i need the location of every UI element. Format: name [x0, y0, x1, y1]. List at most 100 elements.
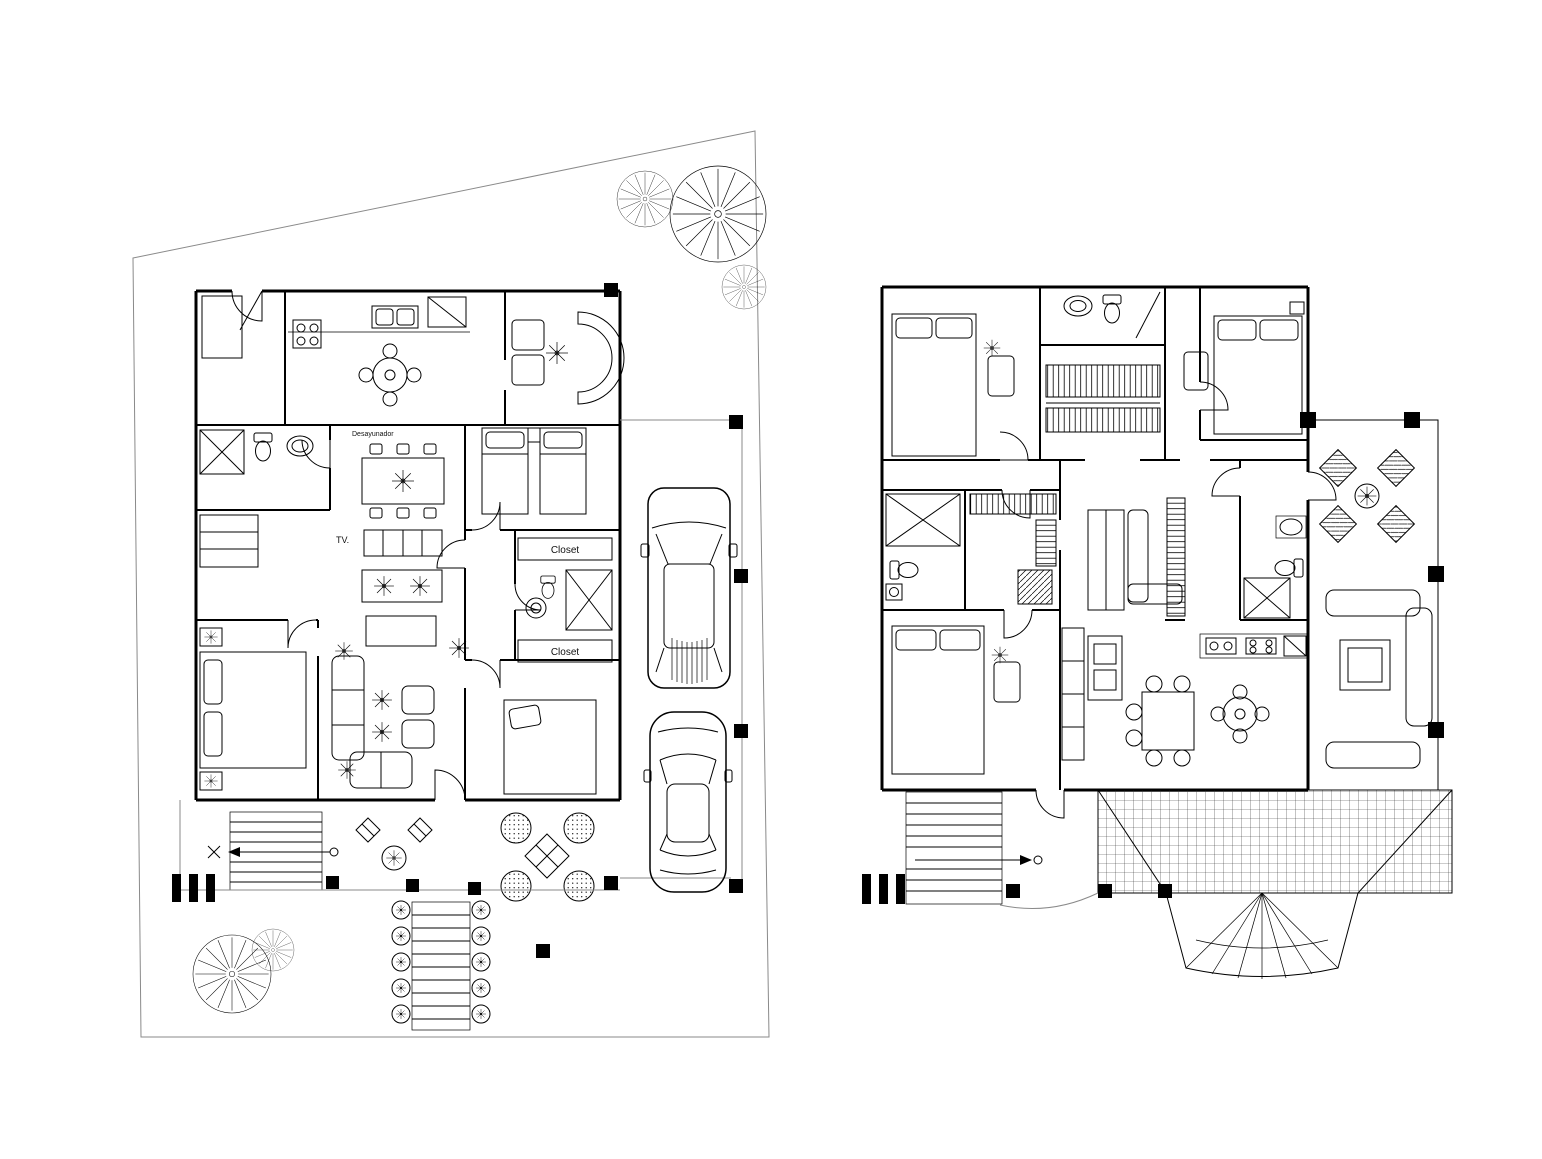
- armchair-icon: [401, 719, 435, 749]
- kitchen-sink-icon: [371, 305, 419, 329]
- planter-box: [361, 569, 443, 647]
- ground-floor-plan: Closet Closet: [132, 130, 770, 1038]
- tree-icon: [721, 264, 767, 310]
- pantry-icon: [1166, 497, 1186, 617]
- bed-icon: [891, 313, 977, 457]
- sofa-icon: [1325, 741, 1421, 769]
- bathroom: [199, 429, 314, 475]
- sink-icon: [1279, 518, 1303, 536]
- driveway: [179, 419, 743, 891]
- tree-icon: [251, 928, 295, 972]
- plant-icon: [371, 721, 393, 743]
- chair-icon: [1183, 351, 1209, 391]
- dining-set: [361, 443, 445, 519]
- toilet-icon: [1274, 558, 1304, 578]
- stove-icon: [1245, 637, 1277, 655]
- linen-closet: [199, 514, 259, 568]
- plant-icon: [371, 689, 393, 711]
- outdoor-stairs: [905, 791, 1043, 905]
- tv-unit: [363, 529, 443, 557]
- armchair-icon: [401, 685, 435, 715]
- wicker-chair-icon: [511, 354, 545, 386]
- bed-icon: [199, 651, 307, 769]
- living-area: [1061, 509, 1270, 767]
- entrance-steps: [391, 900, 491, 1031]
- bathroom-right: [1243, 515, 1307, 619]
- coffee-table-icon: [1087, 635, 1123, 701]
- side-stairs: [207, 811, 339, 891]
- shower-icon: [565, 569, 613, 631]
- tree-icon: [192, 934, 272, 1014]
- exterior-walls: [194, 289, 622, 802]
- stair-hall: [1045, 364, 1161, 433]
- tree-icon: [669, 165, 767, 263]
- hall-bathroom: [525, 569, 613, 631]
- interior-walls: [196, 291, 620, 800]
- dining-table-icon: [361, 457, 445, 505]
- plant-icon: [545, 341, 569, 365]
- pedestal-sink-icon: [525, 597, 547, 619]
- shower-icon: [1243, 577, 1291, 619]
- interior-walls: [882, 287, 1308, 790]
- fridge-icon: [1283, 635, 1307, 657]
- exterior-walls: [880, 285, 1310, 792]
- hall-plant-icon: [448, 637, 470, 659]
- nightstand-icon: [1289, 301, 1305, 315]
- plant-icon: [991, 646, 1009, 664]
- sink-icon: [1063, 295, 1093, 317]
- bed-icon: [1213, 315, 1303, 435]
- tiled-roof: [1097, 789, 1453, 979]
- bed-icon: [503, 699, 597, 795]
- breakfast-table-icon: [358, 343, 422, 407]
- site-boundary: [132, 130, 770, 1038]
- sofa-icon: [331, 655, 365, 761]
- wicker-chair-icon: [511, 319, 545, 351]
- closet-top-label: Closet: [551, 545, 580, 556]
- walkway: [999, 892, 1099, 910]
- plant-icon: [334, 641, 354, 661]
- centerpiece-icon: [391, 469, 415, 493]
- round-table-icon: [1210, 684, 1270, 744]
- entry-room: [201, 290, 263, 359]
- bedroom-4: [1183, 301, 1305, 435]
- kitchen-sink-icon: [1205, 637, 1237, 655]
- shower-icon: [199, 429, 245, 475]
- bathroom-mid: [885, 493, 961, 601]
- toilet-icon: [540, 575, 556, 599]
- patio-set-b: [500, 812, 595, 902]
- door-swing: [999, 291, 1337, 819]
- bedroom-3: [891, 313, 1015, 457]
- bed-icon: [891, 625, 985, 775]
- sofa-icon: [1325, 589, 1421, 617]
- kitchen-upper: [1166, 497, 1309, 659]
- door-swing: [231, 290, 542, 801]
- columns: [172, 283, 748, 958]
- dining-table-icon: [1125, 675, 1195, 767]
- patio-set-a: [355, 817, 433, 871]
- sink-icon: [885, 583, 903, 601]
- bedroom-5: [891, 625, 1021, 775]
- terrace-lounge-set: [1325, 589, 1433, 769]
- kitchen: [288, 296, 470, 407]
- fridge-icon: [427, 296, 467, 328]
- tv-label: TV.: [336, 535, 349, 545]
- closet-bottom-label: Closet: [551, 647, 580, 658]
- living-room-set: [331, 641, 435, 789]
- nightstand-icon: [527, 427, 541, 443]
- l-sofa-icon: [1127, 509, 1149, 603]
- closet-bottom: [517, 639, 613, 663]
- flower-pots: [391, 900, 491, 1024]
- desayunador-label: Desayunador: [352, 431, 394, 438]
- tree-icon: [616, 170, 674, 228]
- shower-icon: [885, 493, 961, 547]
- suv-car-icon: [640, 487, 738, 689]
- upper-floor-plan: [862, 285, 1453, 979]
- nightstand-icon: [199, 627, 223, 647]
- sedan-car-icon: [643, 711, 733, 893]
- plant-icon: [337, 760, 357, 780]
- bedroom-twin: [481, 427, 587, 515]
- stove-icon: [292, 319, 322, 349]
- chair-icon: [987, 355, 1015, 397]
- sink-icon: [286, 435, 314, 457]
